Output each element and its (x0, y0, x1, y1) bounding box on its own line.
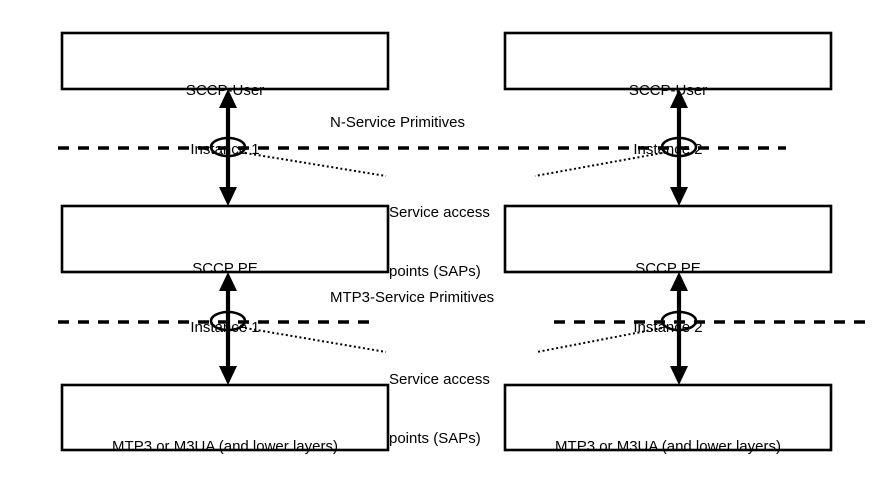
leader-upper-left (244, 152, 387, 177)
box-mtp3-1 (60, 383, 390, 452)
arrow-head-down-pe-mtp3-1 (219, 366, 237, 385)
box-sccp-pe-1 (60, 204, 390, 274)
sap-marker-upper-left (209, 136, 247, 158)
box-sccp-user-2 (503, 31, 833, 91)
arrow-head-down-pe-mtp3-2 (670, 366, 688, 385)
box-sccp-pe-2 (503, 204, 833, 274)
arrow-head-up-user-pe-1 (219, 89, 237, 108)
arrow-head-down-user-pe-2 (670, 187, 688, 206)
sap-marker-upper-right (660, 136, 698, 158)
leader-lower-left (244, 327, 387, 353)
leader-upper-right (534, 152, 663, 177)
arrow-head-up-pe-mtp3-1 (219, 272, 237, 291)
arrow-head-up-pe-mtp3-2 (670, 272, 688, 291)
arrow-head-up-user-pe-2 (670, 89, 688, 108)
arrow-head-down-user-pe-1 (219, 187, 237, 206)
sap-marker-lower-right (660, 310, 698, 332)
box-sccp-user-1 (60, 31, 390, 91)
box-mtp3-2 (503, 383, 833, 452)
leader-lower-right (536, 327, 663, 353)
sap-marker-lower-left (209, 310, 247, 332)
